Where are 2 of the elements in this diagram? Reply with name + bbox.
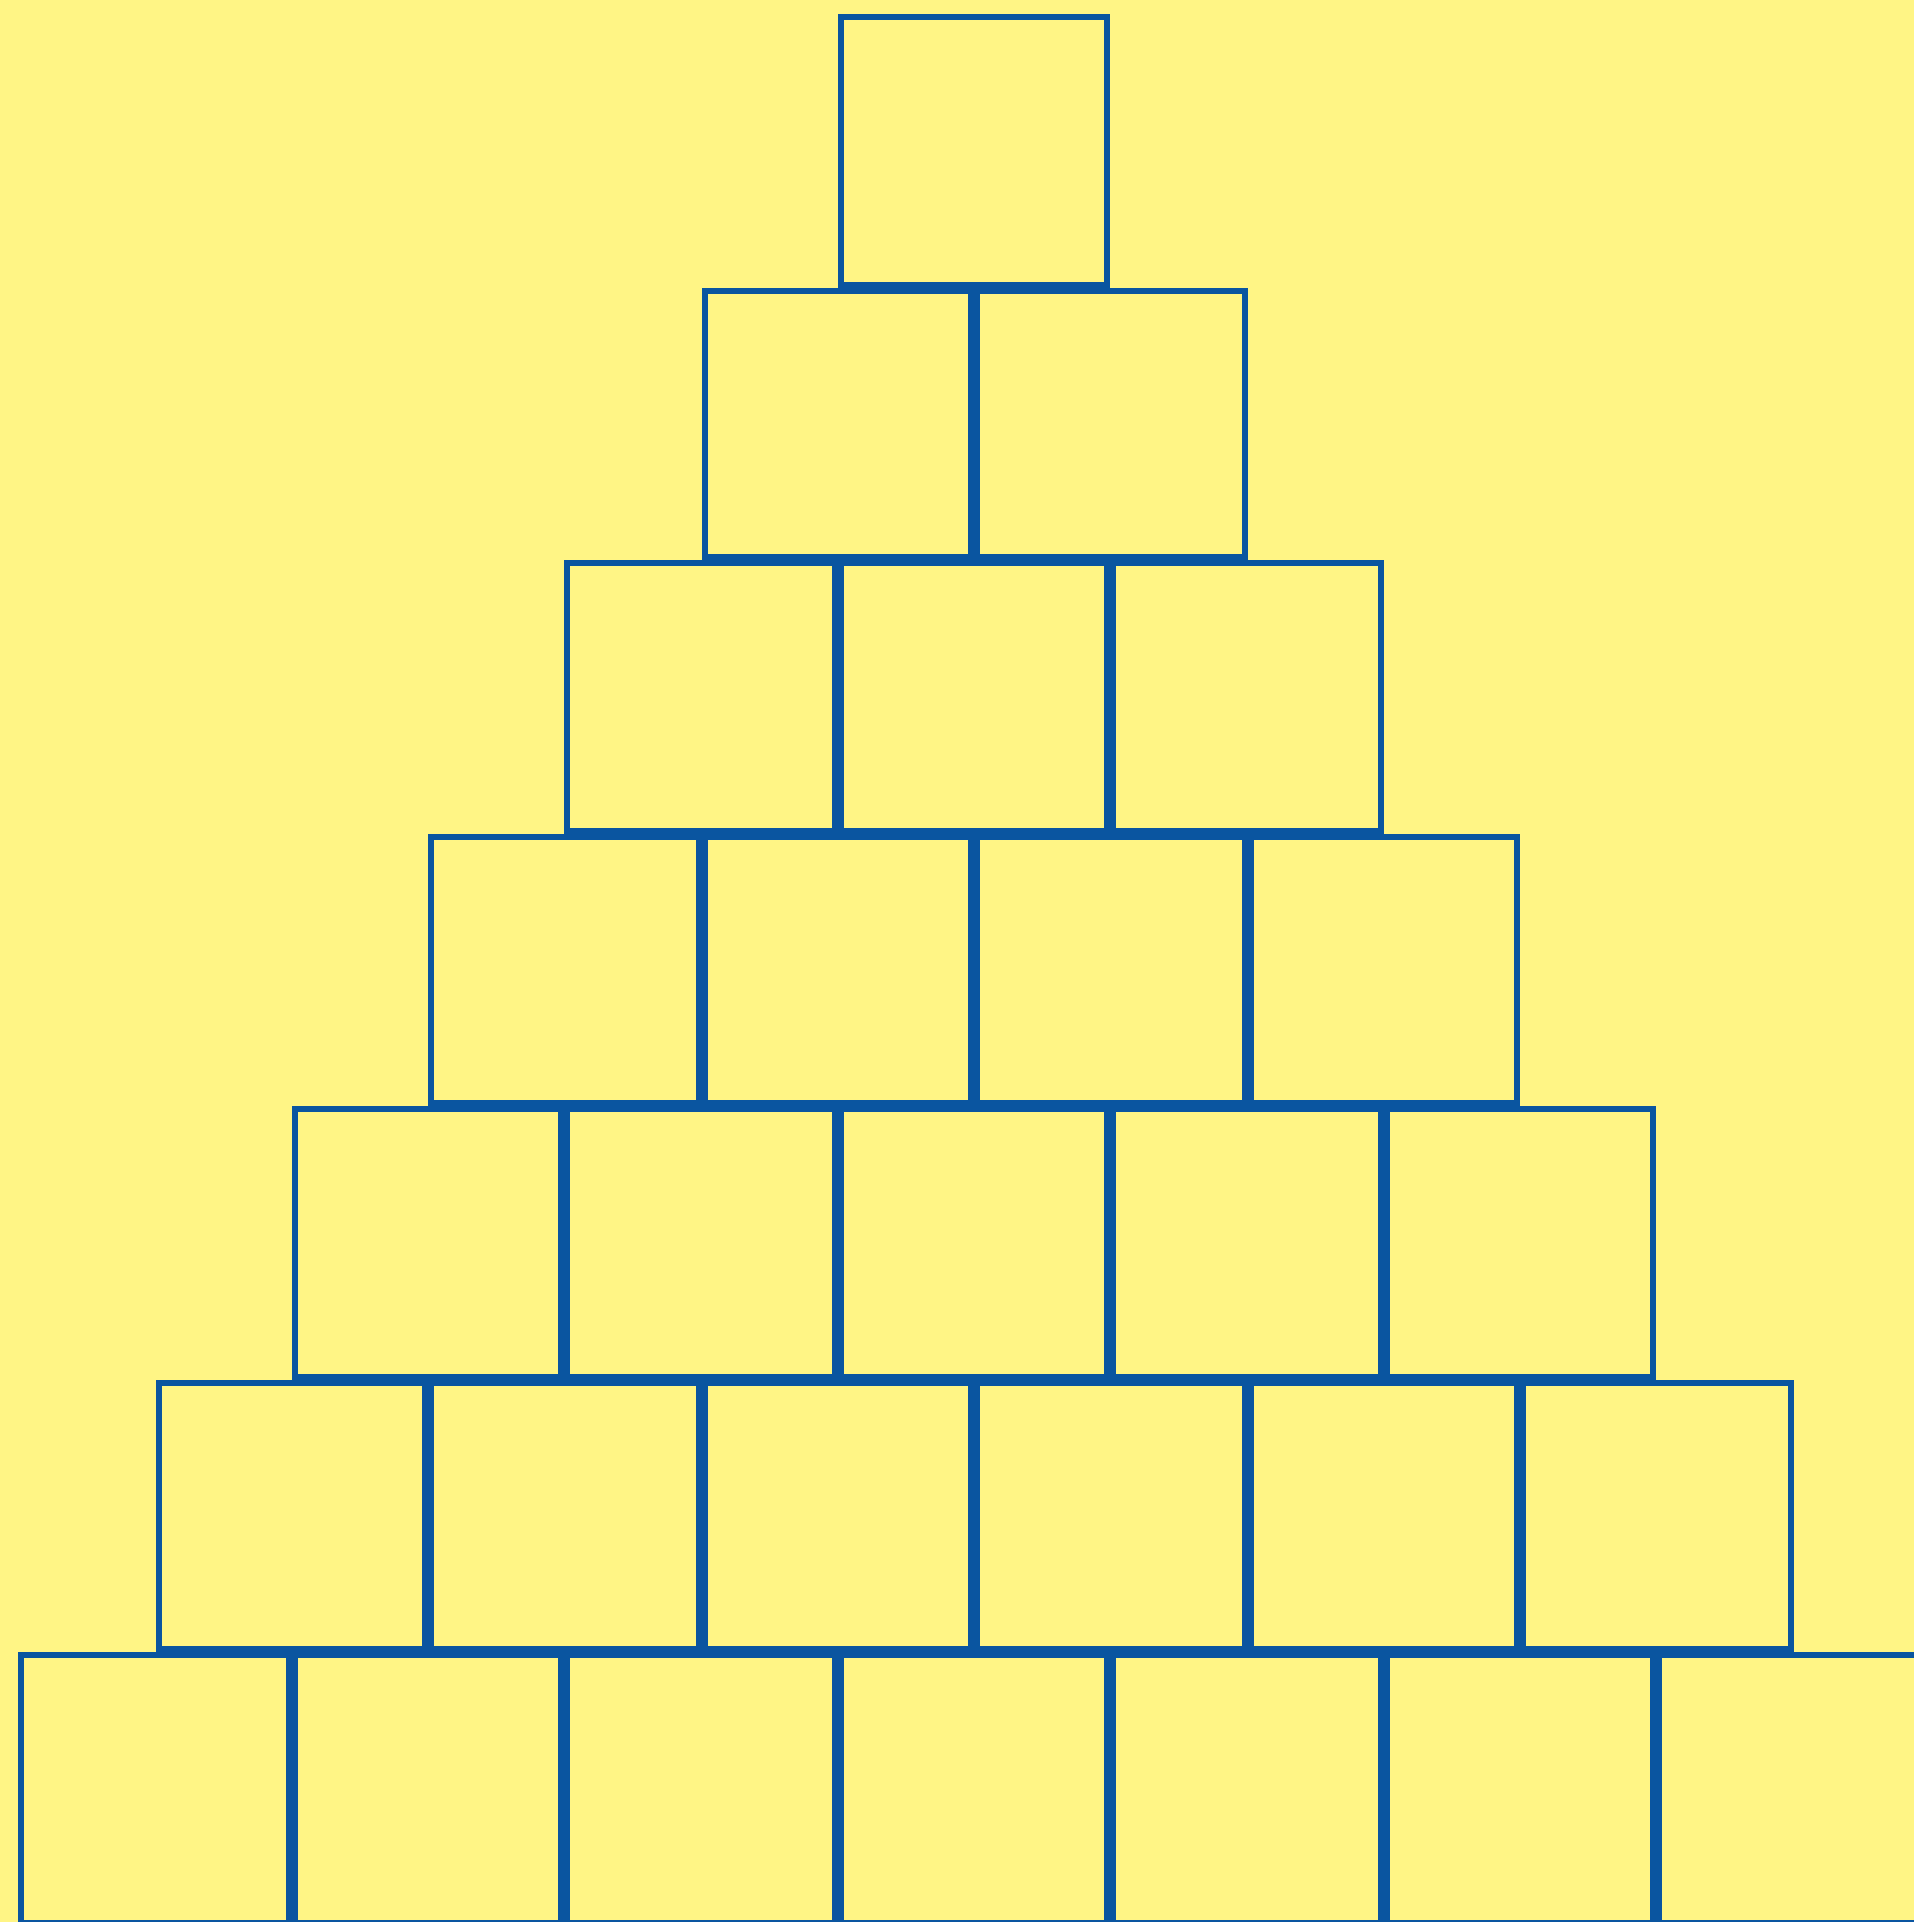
empty-block [837,14,1111,287]
empty-block [1656,1652,1914,1922]
